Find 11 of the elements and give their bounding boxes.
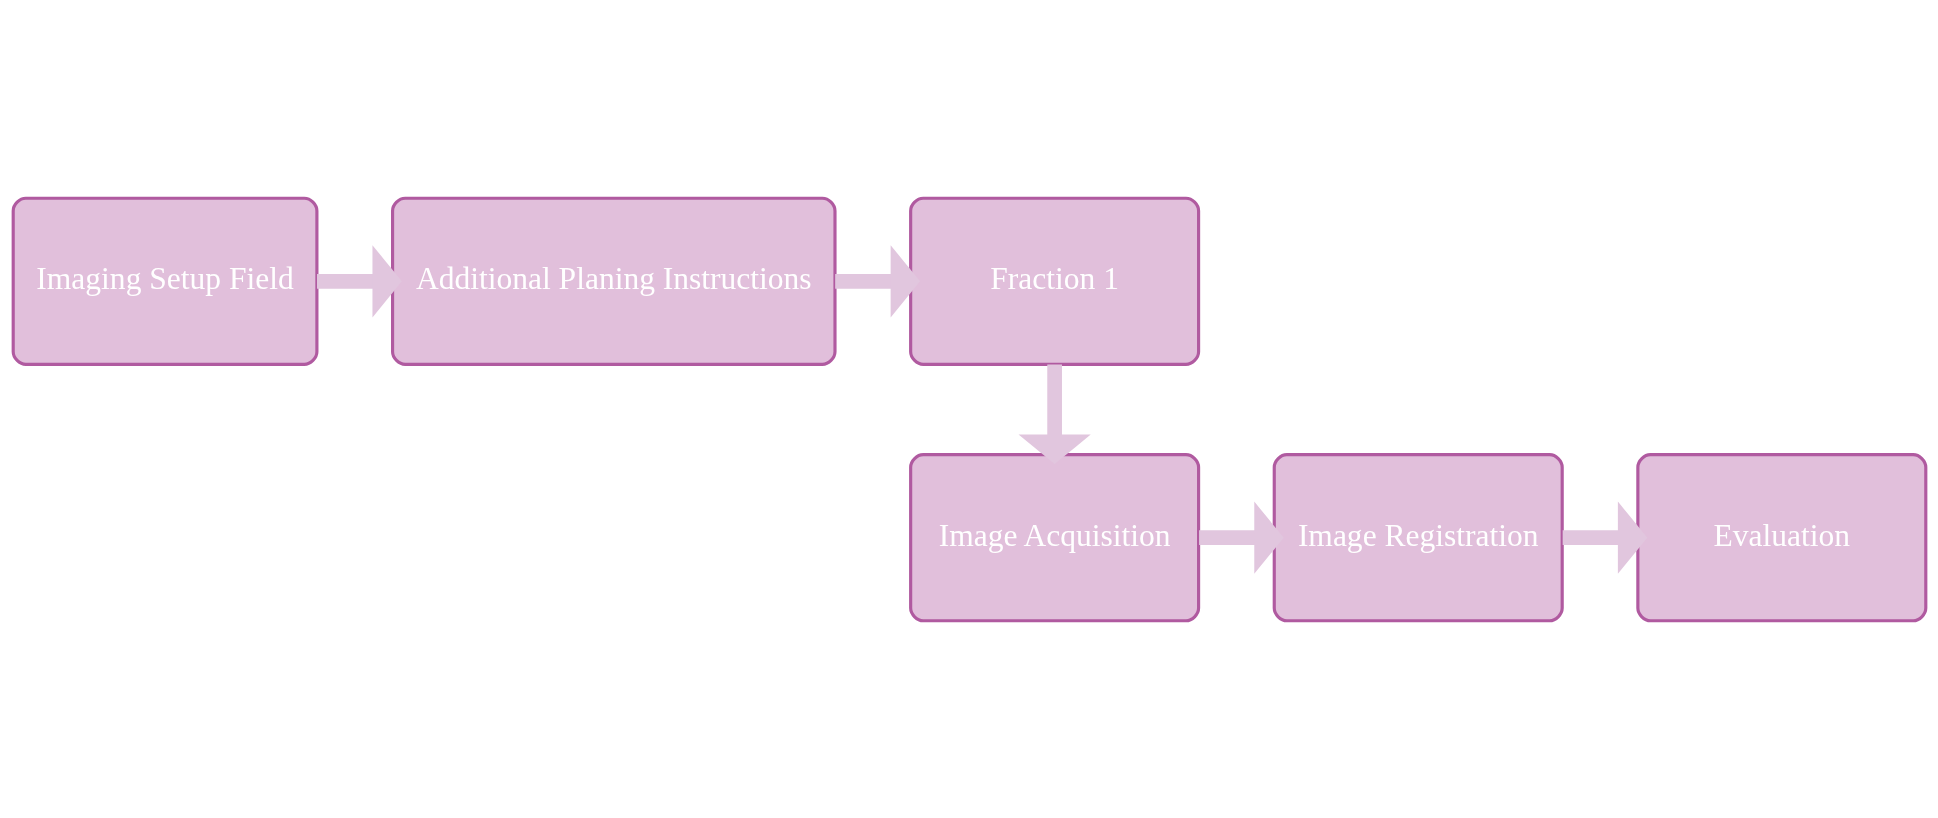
node-box: Additional Planing Instructions: [390, 196, 837, 366]
arrow: [1198, 501, 1284, 574]
arrow: [1018, 364, 1091, 464]
node-box: Fraction 1: [908, 196, 1200, 366]
node-box: Image Registration: [1272, 452, 1564, 622]
node-box: Image Acquisition: [908, 452, 1200, 622]
arrow: [316, 244, 402, 317]
arrow: [834, 244, 920, 317]
node-box: Evaluation: [1635, 452, 1927, 622]
node-box: Imaging Setup Field: [11, 196, 318, 366]
arrow: [1562, 501, 1647, 574]
